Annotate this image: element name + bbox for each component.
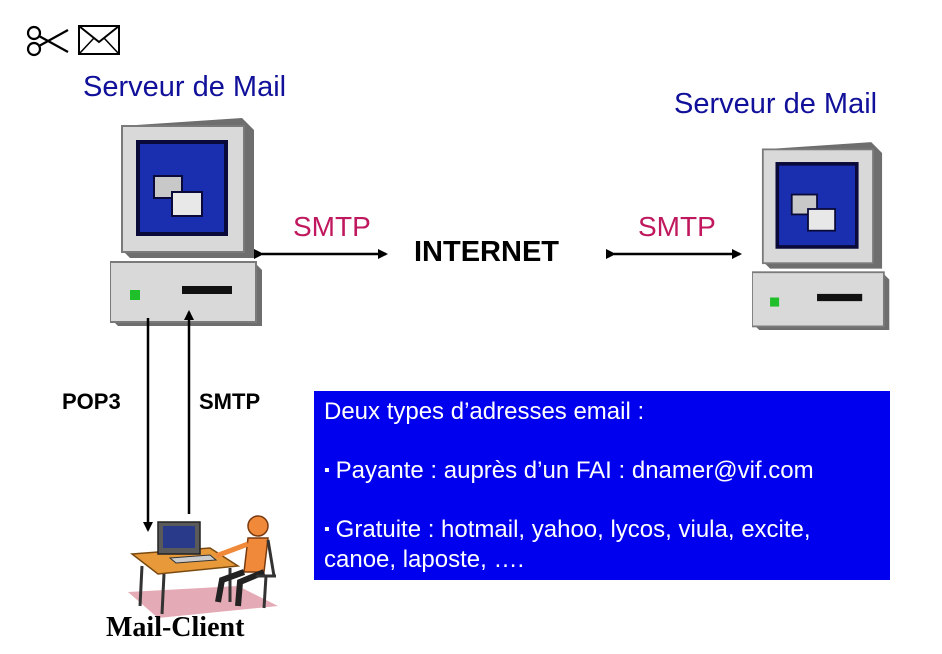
address-types-heading: Deux types d’adresses email : [324, 398, 645, 425]
free-address-text: Gratuite : hotmail, yahoo, lycos, viula,… [324, 516, 811, 573]
right-server-title: Serveur de Mail [674, 88, 878, 120]
paid-address-text: Payante : auprès d’un FAI : dnamer@vif.c… [335, 457, 814, 484]
bullet-icon: ▪ [324, 521, 330, 538]
smtp-left-label: SMTP [293, 211, 371, 242]
mail-client-label: Mail-Client [106, 612, 245, 643]
bullet-icon: ▪ [324, 462, 330, 479]
pop3-label: POP3 [62, 389, 121, 414]
paid-address-item: ▪ Payante : auprès d’un FAI : dnamer@vif.… [324, 456, 880, 486]
free-address-item: ▪Gratuite : hotmail, yahoo, lycos, viula… [324, 515, 880, 575]
mail-client-user-icon [128, 515, 278, 618]
smtp-client-label: SMTP [199, 389, 261, 414]
address-types-box: Deux types d’adresses email : ▪ Payante :… [314, 391, 890, 580]
left-server-computer-icon [110, 118, 262, 326]
left-server-title: Serveur de Mail [83, 71, 287, 103]
envelope-icon [78, 25, 120, 55]
right-server-computer-icon [752, 142, 890, 331]
internet-label: INTERNET [414, 236, 559, 268]
smtp-right-label: SMTP [638, 211, 716, 242]
scissors-icon [26, 25, 69, 57]
